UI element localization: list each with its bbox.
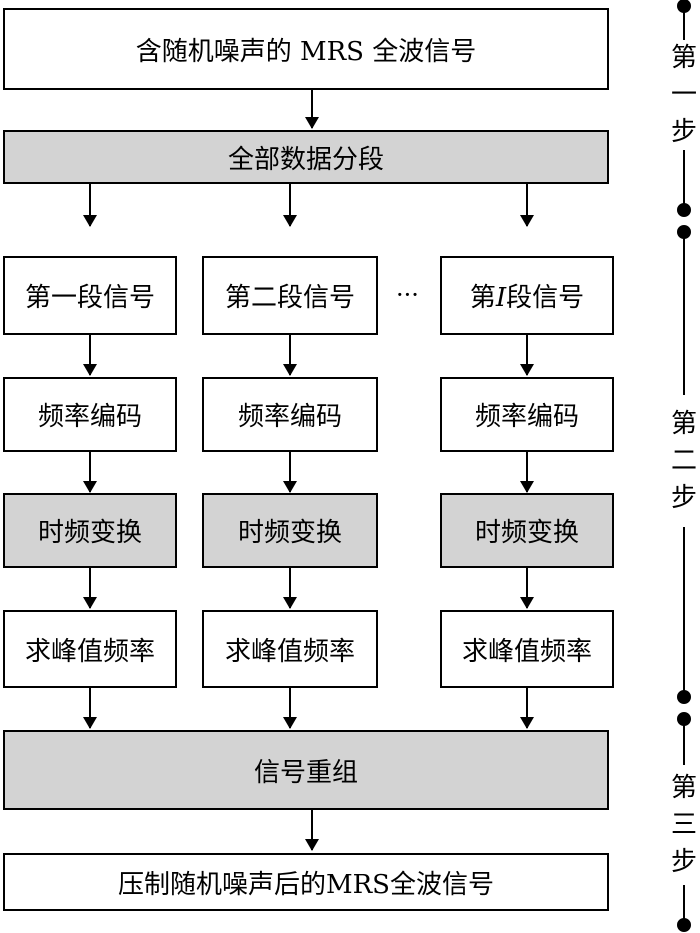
output-signal-box: 压制随机噪声后的MRS全波信号 xyxy=(3,853,609,911)
col1-peak-label: 求峰值频率 xyxy=(24,636,155,667)
col2-peak-label: 求峰值频率 xyxy=(224,636,355,667)
col2-encode-label: 频率编码 xyxy=(237,402,342,432)
col1-peak-box: 求峰值频率 xyxy=(3,610,177,688)
col2-transform-box: 时频变换 xyxy=(202,493,378,568)
recombine-label: 信号重组 xyxy=(253,757,358,788)
col1-encode-label: 频率编码 xyxy=(37,402,142,432)
step-3-label: 第 三 步 xyxy=(664,770,700,881)
col2-signal-box: 第二段信号 xyxy=(202,256,378,335)
step-bracket-2 xyxy=(677,225,691,704)
step-3-char-2: 三 xyxy=(670,810,697,840)
step-2-char-2: 二 xyxy=(670,446,697,476)
col1-signal-box: 第一段信号 xyxy=(3,256,177,335)
col1-signal-label: 第一段信号 xyxy=(24,283,155,313)
col1-transform-label: 时频变换 xyxy=(37,518,142,548)
step-1-char-2: 一 xyxy=(670,80,697,110)
col1-encode-box: 频率编码 xyxy=(3,377,177,452)
col1-transform-box: 时频变换 xyxy=(3,493,177,568)
step-3-char-1: 第 xyxy=(670,773,697,803)
col3-signal-prefix: 第 xyxy=(469,283,496,313)
col3-encode-label: 频率编码 xyxy=(474,402,579,432)
col3-transform-label: 时频变换 xyxy=(474,518,579,548)
segment-label: 全部数据分段 xyxy=(227,144,384,175)
step-bracket-1 xyxy=(677,0,691,217)
col3-peak-box: 求峰值频率 xyxy=(440,610,614,688)
col2-encode-box: 频率编码 xyxy=(202,377,378,452)
step-2-char-1: 第 xyxy=(670,409,697,439)
step-1-char-1: 第 xyxy=(670,43,697,73)
step-bracket-3 xyxy=(677,712,691,932)
col3-transform-box: 时频变换 xyxy=(440,493,614,568)
step-3-char-3: 步 xyxy=(670,847,697,877)
step-1-char-3: 步 xyxy=(670,117,697,147)
col3-signal-suffix: 段信号 xyxy=(506,283,585,313)
step-2-char-3: 步 xyxy=(670,483,697,513)
step-2-label: 第 二 步 xyxy=(664,406,700,517)
col2-signal-label: 第二段信号 xyxy=(224,283,355,313)
col2-transform-label: 时频变换 xyxy=(237,518,342,548)
col3-peak-label: 求峰值频率 xyxy=(461,636,592,667)
step-1-label: 第 一 步 xyxy=(664,40,700,151)
col3-encode-box: 频率编码 xyxy=(440,377,614,452)
input-signal-box: 含随机噪声的 MRS 全波信号 xyxy=(3,8,609,90)
segment-all-data-box: 全部数据分段 xyxy=(3,130,609,184)
input-signal-label: 含随机噪声的 MRS 全波信号 xyxy=(135,36,477,67)
output-signal-label: 压制随机噪声后的MRS全波信号 xyxy=(117,869,494,900)
signal-recombine-box: 信号重组 xyxy=(3,730,609,810)
col3-signal-box: 第I段信号 xyxy=(440,256,614,335)
col3-signal-index: I xyxy=(495,283,507,313)
col2-peak-box: 求峰值频率 xyxy=(202,610,378,688)
ellipsis: ··· xyxy=(396,281,419,309)
col3-signal-label: 第I段信号 xyxy=(470,277,584,314)
